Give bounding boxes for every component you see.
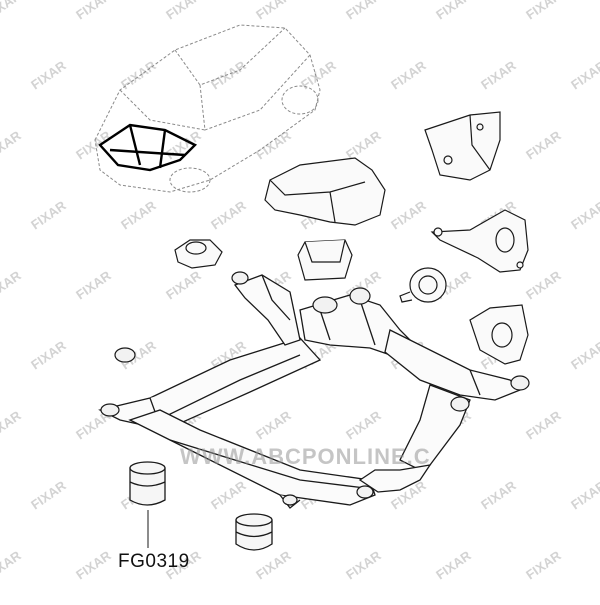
brand-watermark-9: FIXAR (208, 57, 249, 92)
brand-watermark-18: FIXAR (343, 127, 384, 162)
bushing-fg0319 (129, 461, 166, 506)
brand-watermark-28: FIXAR (0, 267, 24, 302)
vehicle-subframe-highlight (98, 123, 198, 172)
frame-bushings (100, 271, 530, 506)
brand-watermark-29: FIXAR (73, 267, 114, 302)
brand-watermark-1: FIXAR (73, 0, 114, 22)
brand-watermark-49: FIXAR (28, 477, 69, 512)
brand-watermark-23: FIXAR (208, 197, 249, 232)
brand-watermark-27: FIXAR (568, 197, 600, 232)
brand-watermark-46: FIXAR (343, 407, 384, 442)
brand-watermark-14: FIXAR (0, 127, 24, 162)
brand-watermark-42: FIXAR (0, 407, 24, 442)
brand-watermark-54: FIXAR (478, 477, 519, 512)
brand-watermark-22: FIXAR (118, 197, 159, 232)
brand-watermark-11: FIXAR (388, 57, 429, 92)
brand-watermark-6: FIXAR (523, 0, 564, 22)
cup-bracket-part (297, 239, 353, 281)
brand-watermark-30: FIXAR (163, 267, 204, 302)
round-mount-part (399, 267, 447, 303)
brand-watermark-62: FIXAR (523, 547, 564, 582)
brand-watermark-10: FIXAR (298, 57, 339, 92)
mount-plate-part (469, 304, 529, 365)
mount-bracket-part (424, 111, 501, 181)
brand-watermark-12: FIXAR (478, 57, 519, 92)
bushing-part-small (174, 239, 223, 269)
brand-watermark-55: FIXAR (568, 477, 600, 512)
brand-watermark-59: FIXAR (253, 547, 294, 582)
brand-watermark-57: FIXAR (73, 547, 114, 582)
brand-watermark-60: FIXAR (343, 547, 384, 582)
brand-watermark-21: FIXAR (28, 197, 69, 232)
brand-watermark-25: FIXAR (388, 197, 429, 232)
brand-watermark-56: FIXAR (0, 547, 24, 582)
brand-watermark-13: FIXAR (568, 57, 600, 92)
brand-watermark-45: FIXAR (253, 407, 294, 442)
brand-watermark-35: FIXAR (28, 337, 69, 372)
bushing-part-pair (235, 513, 273, 551)
brand-watermark-48: FIXAR (523, 407, 564, 442)
vehicle-outline (94, 24, 321, 193)
brand-watermark-15: FIXAR (73, 127, 114, 162)
brand-watermark-7: FIXAR (28, 57, 69, 92)
part-number-label: FG0319 (118, 551, 190, 572)
heat-shield-part (264, 157, 386, 226)
brand-watermark-4: FIXAR (343, 0, 384, 22)
brand-watermark-20: FIXAR (523, 127, 564, 162)
brand-watermark-51: FIXAR (208, 477, 249, 512)
brand-watermark-61: FIXAR (433, 547, 474, 582)
control-arm-part (430, 209, 529, 273)
brand-watermark-3: FIXAR (253, 0, 294, 22)
site-watermark: WWW.ABCPONLINE.C (180, 444, 431, 469)
brand-watermark-17: FIXAR (253, 127, 294, 162)
brand-watermark-34: FIXAR (523, 267, 564, 302)
brand-watermark-5: FIXAR (433, 0, 474, 22)
brand-watermark-2: FIXAR (163, 0, 204, 22)
brand-watermark-0: FIXAR (0, 0, 24, 22)
brand-watermark-41: FIXAR (568, 337, 600, 372)
